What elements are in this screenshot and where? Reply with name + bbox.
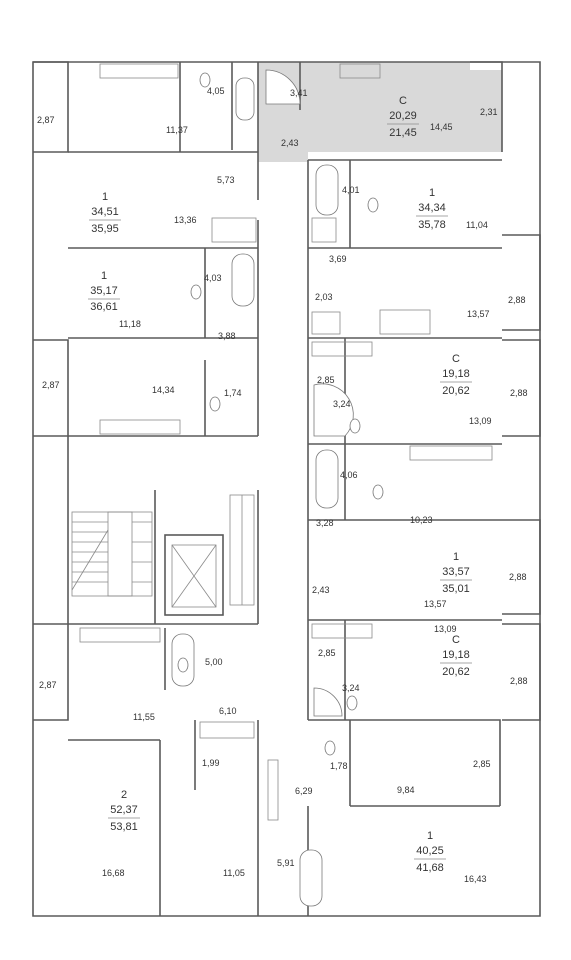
room-area: 5,00 <box>205 657 223 667</box>
room-area: 11,55 <box>133 712 155 722</box>
room-area: 2,88 <box>509 572 527 582</box>
apartment-total-area: 35,01 <box>442 583 470 595</box>
room-area: 3,28 <box>316 518 334 528</box>
apartment-living-area: 33,57 <box>442 566 470 578</box>
apartment-type: 1 <box>102 191 108 203</box>
room-area: 13,09 <box>434 624 457 634</box>
room-area: 3,24 <box>342 683 360 693</box>
exterior-walls <box>32 61 541 917</box>
room-area: 2,85 <box>317 375 335 385</box>
room-area: 4,01 <box>342 185 360 195</box>
kitchen-counters <box>79 63 493 821</box>
apartment-total-area: 53,81 <box>110 821 138 833</box>
room-area: 2,43 <box>281 138 299 148</box>
apartment-type: 1 <box>429 187 435 199</box>
room-area: 2,03 <box>315 292 333 302</box>
interior-walls <box>67 62 502 916</box>
apartment-total-area: 41,68 <box>416 862 444 874</box>
apartment-total-area: 36,61 <box>90 301 118 313</box>
apartment-living-area: 40,25 <box>416 845 444 857</box>
room-area: 6,10 <box>219 706 237 716</box>
room-area: 2,88 <box>510 388 528 398</box>
room-area: 2,85 <box>473 759 491 769</box>
apartment-type: 1 <box>101 270 107 282</box>
apartment-type: С <box>399 95 407 107</box>
room-area: 2,87 <box>37 115 55 125</box>
apartment-type: С <box>452 353 460 365</box>
room-area: 14,34 <box>152 385 175 395</box>
room-area: 13,36 <box>174 215 197 225</box>
room-area: 6,29 <box>295 786 313 796</box>
room-area: 16,43 <box>464 874 487 884</box>
room-area: 2,88 <box>508 295 526 305</box>
room-area: 13,57 <box>424 599 447 609</box>
apartment-type: 1 <box>453 551 459 563</box>
room-area: 3,24 <box>333 399 351 409</box>
room-area: 10,23 <box>410 515 433 525</box>
apartment-type: 2 <box>121 789 127 801</box>
elevator-shaft <box>164 494 255 616</box>
room-area: 2,88 <box>510 676 528 686</box>
apartment-total-area: 35,95 <box>91 223 119 235</box>
room-area: 4,03 <box>204 273 222 283</box>
room-area: 1,74 <box>224 388 242 398</box>
room-area: 11,18 <box>119 319 141 329</box>
apartment-living-area: 35,17 <box>90 285 118 297</box>
apartment-total-area: 21,45 <box>389 127 417 139</box>
room-area: 3,69 <box>329 254 347 264</box>
apartment-total-area: 20,62 <box>442 666 470 678</box>
room-area: 2,43 <box>312 585 330 595</box>
apartment-type: 1 <box>427 830 433 842</box>
apartment-living-area: 34,34 <box>418 202 446 214</box>
apartment-living-area: 52,37 <box>110 804 138 816</box>
room-area: 11,37 <box>166 125 188 135</box>
room-area: 1,78 <box>330 761 348 771</box>
room-area: 9,84 <box>397 785 415 795</box>
room-area: 11,05 <box>223 868 245 878</box>
apartment-type: С <box>452 634 460 646</box>
apartment-labels: С 20,29 21,45 1 34,51 35,95 1 34,34 35,7… <box>88 95 472 874</box>
room-area: 2,87 <box>42 380 60 390</box>
room-area: 2,87 <box>39 680 57 690</box>
apartment-living-area: 19,18 <box>442 368 470 380</box>
stairwell <box>71 511 153 597</box>
apartment-living-area: 19,18 <box>442 649 470 661</box>
bathroom-fixtures <box>171 69 384 907</box>
room-area: 2,85 <box>318 648 336 658</box>
room-area: 11,04 <box>466 220 488 230</box>
room-area-labels: 2,87 4,05 11,37 3,41 14,45 2,31 2,43 5,7… <box>37 86 528 884</box>
room-area: 4,06 <box>340 470 358 480</box>
room-area: 4,05 <box>207 86 225 96</box>
apartment-living-area: 20,29 <box>389 110 417 122</box>
room-area: 3,41 <box>290 88 308 98</box>
room-area: 1,99 <box>202 758 220 768</box>
room-area: 5,91 <box>277 858 295 868</box>
room-area: 3,88 <box>218 331 236 341</box>
room-area: 13,57 <box>467 309 490 319</box>
apartment-living-area: 34,51 <box>91 206 119 218</box>
room-area: 5,73 <box>217 175 235 185</box>
room-area: 2,31 <box>480 107 498 117</box>
room-area: 14,45 <box>430 122 453 132</box>
room-area: 13,09 <box>469 416 492 426</box>
apartment-total-area: 35,78 <box>418 219 446 231</box>
room-area: 16,68 <box>102 868 125 878</box>
apartment-total-area: 20,62 <box>442 385 470 397</box>
highlighted-apartment-area <box>258 62 502 162</box>
